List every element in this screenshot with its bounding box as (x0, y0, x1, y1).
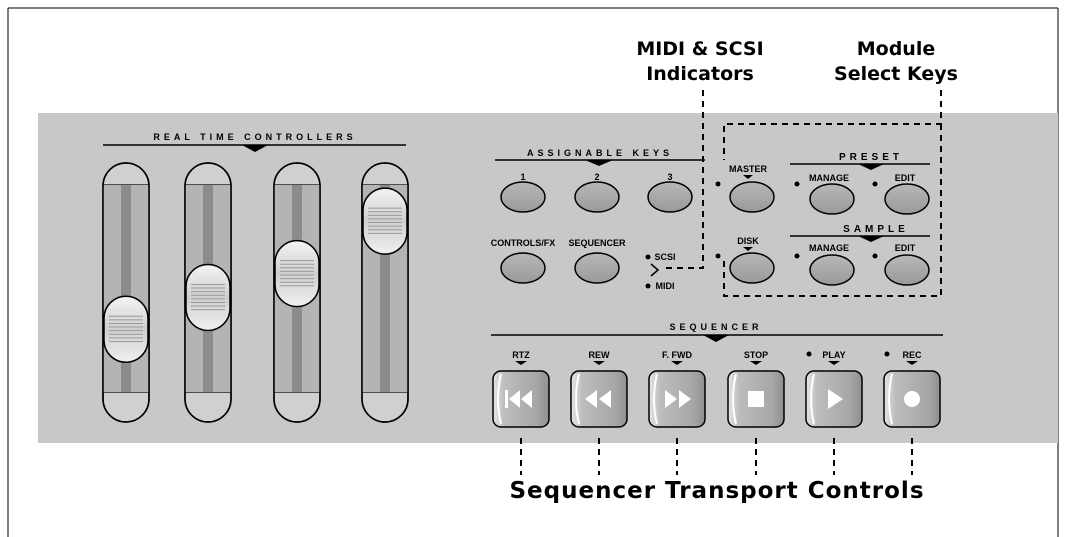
transport-play-button[interactable] (805, 370, 863, 428)
transport-controls: RTZ REW F. FWD STOP PLAY REC (492, 350, 941, 428)
master-led (715, 181, 721, 187)
preset-manage-led (794, 181, 800, 187)
sample-section-label: SAMPLE (843, 224, 909, 235)
preset-edit-led (872, 181, 878, 187)
transport-f-fwd-label: F. FWD (662, 350, 692, 360)
transport-rtz-label: RTZ (512, 350, 530, 360)
master-button[interactable] (729, 181, 775, 213)
preset-manage-label: MANAGE (809, 173, 849, 183)
sequencer-key-label: SEQUENCER (568, 238, 626, 248)
indicators-callout-line-1: MIDI & SCSI (636, 38, 763, 60)
slider-3-cap[interactable] (274, 239, 320, 308)
slider-4[interactable] (361, 162, 409, 423)
midi-label: MIDI (656, 281, 675, 291)
preset-manage-button[interactable] (809, 183, 855, 215)
assignable-key-1-button[interactable] (500, 181, 546, 213)
assignable-key-3-button[interactable] (647, 181, 693, 213)
transport-rec-label: REC (902, 350, 922, 360)
slider-3[interactable] (273, 162, 321, 423)
indicators-callout-line-2: Indicators (646, 63, 754, 85)
disk-button[interactable] (729, 252, 775, 284)
record-icon (904, 391, 920, 407)
callout-leaders (520, 90, 942, 475)
assignable-key-2-label: 2 (594, 172, 599, 182)
transport-stop-button[interactable] (727, 370, 785, 428)
sample-manage-button[interactable] (809, 254, 855, 286)
transport-rew-button[interactable] (570, 370, 628, 428)
transport-play-label: PLAY (822, 350, 845, 360)
rewind-icon (585, 390, 611, 408)
disk-label: DISK (737, 236, 759, 246)
realtime-sliders (102, 162, 409, 423)
slider-2[interactable] (184, 162, 232, 423)
stop-icon (748, 391, 764, 407)
assignable-key-2-button[interactable] (574, 181, 620, 213)
slider-2-cap[interactable] (185, 263, 231, 332)
preset-section-label: PRESET (839, 152, 903, 163)
indicator-pointer (650, 263, 660, 277)
transport-rew-label: REW (589, 350, 611, 360)
scsi-led (645, 254, 651, 260)
scsi-label: SCSI (654, 252, 675, 262)
fast-forward-icon (665, 390, 691, 408)
midi-led (645, 283, 651, 289)
transport-rec-button[interactable] (883, 370, 941, 428)
sample-edit-led (872, 253, 878, 259)
transport-rec-led (884, 351, 890, 357)
transport-f-fwd-button[interactable] (648, 370, 706, 428)
slider-1-cap[interactable] (103, 295, 149, 363)
master-label: MASTER (729, 164, 768, 174)
slider-4-cap[interactable] (362, 187, 408, 255)
module-keys-callout-line-1: Module (857, 38, 936, 60)
sample-edit-label: EDIT (895, 243, 916, 253)
preset-edit-button[interactable] (884, 183, 930, 215)
return-to-zero-icon (505, 390, 532, 408)
transport-rtz-button[interactable] (492, 370, 550, 428)
assignable-key-1-label: 1 (520, 172, 525, 182)
module-keys-callout-line-2: Select Keys (834, 63, 958, 85)
play-icon (828, 389, 843, 409)
sequencer-section-label: SEQUENCER (669, 322, 762, 332)
transport-stop-label: STOP (744, 350, 768, 360)
assignable-keys-label: ASSIGNABLE KEYS (527, 148, 673, 158)
disk-led (715, 253, 721, 259)
sample-manage-led (794, 253, 800, 259)
controls-fx-label: CONTROLS/FX (491, 238, 556, 248)
assignable-key-3-label: 3 (667, 172, 672, 182)
sequencer-key-button[interactable] (574, 252, 620, 284)
sample-manage-label: MANAGE (809, 243, 849, 253)
preset-edit-label: EDIT (895, 173, 916, 183)
sample-edit-button[interactable] (884, 254, 930, 286)
controls-fx-button[interactable] (500, 252, 546, 284)
realtime-controllers-label: REAL TIME CONTROLLERS (153, 132, 356, 142)
transport-callout: Sequencer Transport Controls (509, 478, 924, 504)
transport-play-led (806, 351, 812, 357)
slider-1[interactable] (102, 162, 150, 423)
